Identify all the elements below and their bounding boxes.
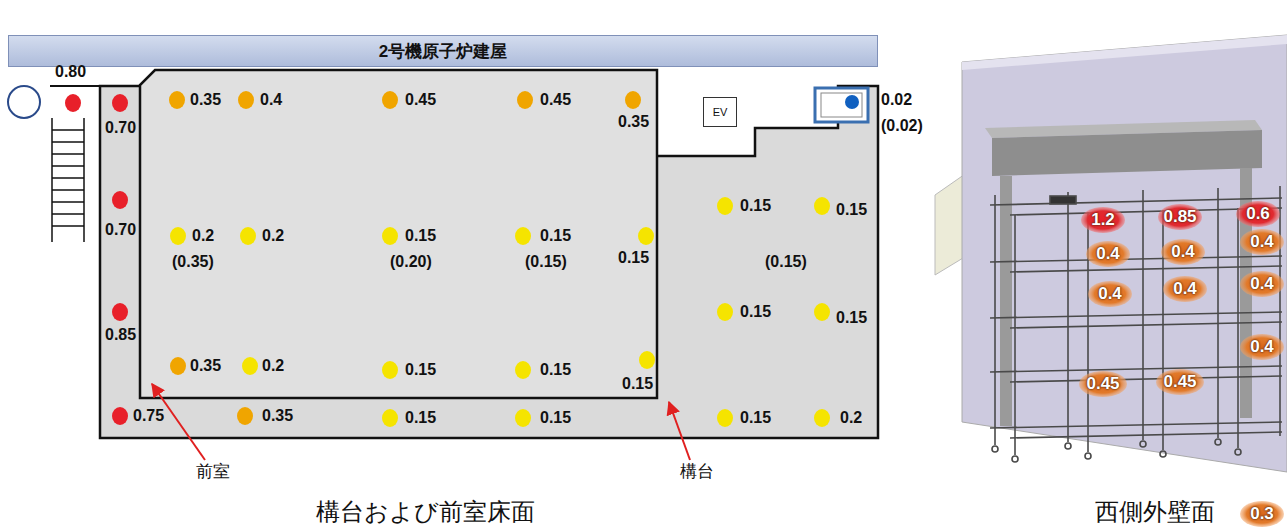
dose-value: 0.4 [1171,243,1195,262]
dose-dots [65,91,859,427]
dose-value: 0.3 [1250,505,1274,524]
scaffold [990,186,1282,462]
west-wall [935,35,1287,472]
dose-value: 0.15 [618,249,649,267]
dose-value: 0.15 [740,303,771,321]
dose-value: 0.15 [622,375,653,393]
building-band: 2号機原子炉建屋 [8,35,878,67]
dose-value: 0.4 [1096,245,1120,264]
dose-value: 0.35 [190,91,221,109]
dose-value: 0.45 [405,91,436,109]
dose-value: 0.85 [1163,208,1196,227]
figure-caption: 構台および前室床面 [316,499,535,525]
dose-value: 0.6 [1246,205,1270,224]
dose-value: 0.70 [105,119,136,137]
dose-value: 0.4 [1098,285,1122,304]
dose-value: 0.80 [55,63,86,81]
node-text: EV [713,106,728,118]
dose-value: 0.35 [262,407,293,425]
dose-value: 0.4 [1250,275,1274,294]
dose-value: 0.75 [133,407,164,425]
dose-value: 0.15 [405,227,436,245]
dose-value: 0.45 [1086,375,1119,394]
dose-value: 0.15 [540,409,571,427]
dose-value: 0.70 [105,221,136,239]
area-name: 構台 [680,463,714,482]
floor-plan [8,70,878,438]
ladder [52,118,84,242]
dose-value: 0.35 [190,357,221,375]
dose-value: 0.15 [740,409,771,427]
dose-value: 0.15 [836,201,867,219]
dose-value: 0.2 [262,357,284,375]
figure-caption: 西側外壁面 [1095,499,1215,525]
dose-value: (0.20) [390,253,432,271]
dose-value: (0.15) [765,253,807,271]
dose-value: 0.35 [618,113,649,131]
dose-value: 0.15 [540,227,571,245]
dose-value: 1.2 [1091,211,1115,230]
elevator-box: EV [703,97,737,127]
dose-value: 0.15 [740,197,771,215]
dose-value: 0.15 [540,361,571,379]
dose-glows [1079,201,1284,527]
dose-value: 0.15 [405,409,436,427]
dose-value: 0.45 [1163,373,1196,392]
dose-value: (0.35) [172,253,214,271]
dose-value: 0.85 [105,326,136,344]
dose-value: 0.2 [262,227,284,245]
pointer-arrows [152,384,690,460]
dose-value: 0.4 [1250,338,1274,357]
dose-value: 0.02 [881,91,912,109]
dose-value: 0.2 [192,227,214,245]
dose-value: (0.15) [525,253,567,271]
node-text: 2号機原子炉建屋 [379,40,507,63]
dose-value: 0.4 [1173,280,1197,299]
dose-value: 0.45 [540,91,571,109]
dose-value: 0.2 [840,409,862,427]
dose-value: 0.15 [836,309,867,327]
dose-value: 0.15 [405,361,436,379]
dose-value: 0.4 [1250,233,1274,252]
area-name: 前室 [196,463,230,482]
dose-value: 0.4 [260,91,282,109]
dose-value: (0.02) [881,117,923,135]
